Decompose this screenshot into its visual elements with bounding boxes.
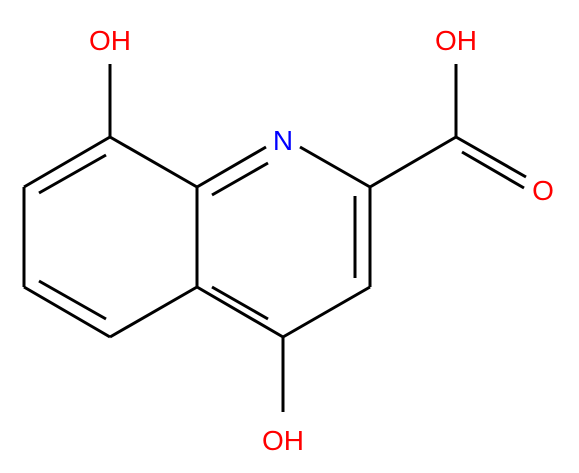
bond [282,285,371,339]
bond [23,135,111,189]
atom-labels: OH N OH O OH [89,25,554,456]
bond [455,135,527,179]
bonds [22,64,527,412]
atom-label-o-carbonyl: O [532,175,554,206]
bond [369,135,457,189]
atom-label-oh-acid: OH [435,25,477,56]
bond [196,285,284,339]
atom-label-oh-top-left: OH [89,25,131,56]
bond [196,145,267,189]
bond [299,145,371,189]
bond [211,161,269,197]
bond [109,135,198,189]
bond [23,285,111,339]
bond [38,153,107,195]
bond [461,150,525,190]
bond [211,285,269,321]
atom-label-n-ring: N [273,125,293,156]
bond [109,285,198,339]
atom-label-oh-bottom: OH [262,425,304,456]
bond [38,279,107,321]
